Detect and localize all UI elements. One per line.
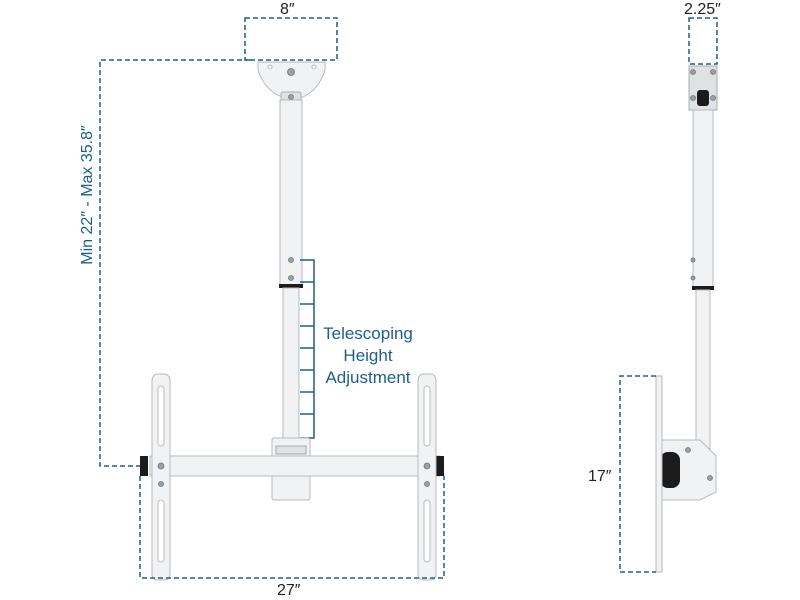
telescoping-label-line2: Height [343,346,393,365]
bottom-width-label: 27″ [277,582,301,599]
lower-pole [282,287,300,439]
ceiling-plate [257,61,326,103]
side-lower-pole [695,289,711,451]
side-height-label: 17″ [588,468,612,485]
side-height-dimension-line [619,375,656,573]
side-ceiling-plate [688,65,718,111]
left-vesa-arm [151,373,171,581]
pole-collar [279,284,303,288]
telescoping-label-line1: Telescoping [323,324,413,343]
side-arm-profile [655,375,663,573]
telescoping-label-line3: Adjustment [325,368,411,387]
height-dimension-line [99,59,250,467]
bottom-width-dimension-line [139,476,445,579]
right-bar-cap [436,456,444,476]
side-depth-dimension-box [688,17,718,65]
side-pole-collar [692,286,714,290]
height-range-label: Min 22″ - Max 35.8″ [79,125,96,265]
left-bar-cap [140,456,148,476]
side-upper-pole [692,109,714,289]
telescoping-label: Telescoping Height Adjustment [320,323,416,389]
side-pole-screw [690,257,696,263]
side-tilt-bracket [660,439,717,501]
side-depth-label: 2.25″ [684,1,721,18]
horizontal-bar [149,455,441,477]
top-width-dimension-box [244,17,338,61]
pole-screw [288,257,294,263]
pole-screw [288,275,294,281]
right-vesa-arm [417,373,437,581]
side-pole-screw [690,275,696,281]
top-width-label: 8″ [280,1,295,18]
